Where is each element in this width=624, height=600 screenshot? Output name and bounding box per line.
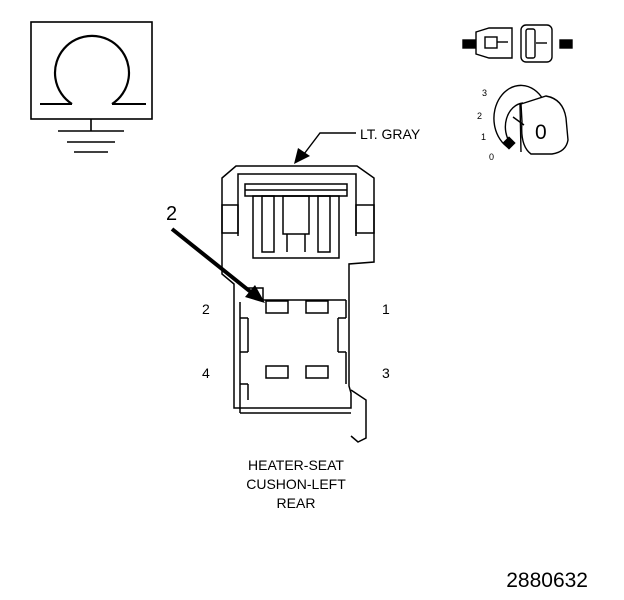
key-position-1: 1 bbox=[481, 132, 486, 142]
arrow-pointer-icon bbox=[294, 148, 310, 164]
ignition-key-icon bbox=[493, 84, 569, 155]
cavity-pin-3 bbox=[305, 365, 329, 379]
title-line-1: HEATER-SEAT bbox=[248, 457, 344, 473]
key-position-3: 3 bbox=[482, 88, 487, 98]
key-symbol: 0 bbox=[535, 121, 547, 144]
arrow-pointer-icon bbox=[245, 285, 265, 303]
pin-label-2: 2 bbox=[202, 301, 210, 317]
figure-code: 2880632 bbox=[506, 569, 588, 592]
pin-label-3: 3 bbox=[382, 365, 390, 381]
color-label: LT. GRAY bbox=[360, 126, 421, 142]
cavity-pin-1 bbox=[305, 300, 329, 314]
pin-label-4: 4 bbox=[202, 365, 210, 381]
callout-number: 2 bbox=[166, 203, 177, 225]
inline-connector-icon bbox=[462, 24, 573, 63]
title-line-2: CUSHON-LEFT bbox=[246, 476, 346, 492]
color-leader-line bbox=[300, 132, 356, 159]
cavity-pin-4 bbox=[265, 365, 289, 379]
ohm-symbol-icon bbox=[30, 21, 153, 120]
cavity-pin-2 bbox=[265, 300, 289, 314]
connector-body bbox=[221, 165, 375, 443]
pin-label-1: 1 bbox=[382, 301, 390, 317]
ground-icon bbox=[58, 119, 124, 153]
callout-arrow-shaft bbox=[170, 227, 254, 295]
title-line-3: REAR bbox=[277, 495, 316, 511]
key-position-2: 2 bbox=[477, 111, 482, 121]
key-position-0: 0 bbox=[489, 152, 494, 162]
